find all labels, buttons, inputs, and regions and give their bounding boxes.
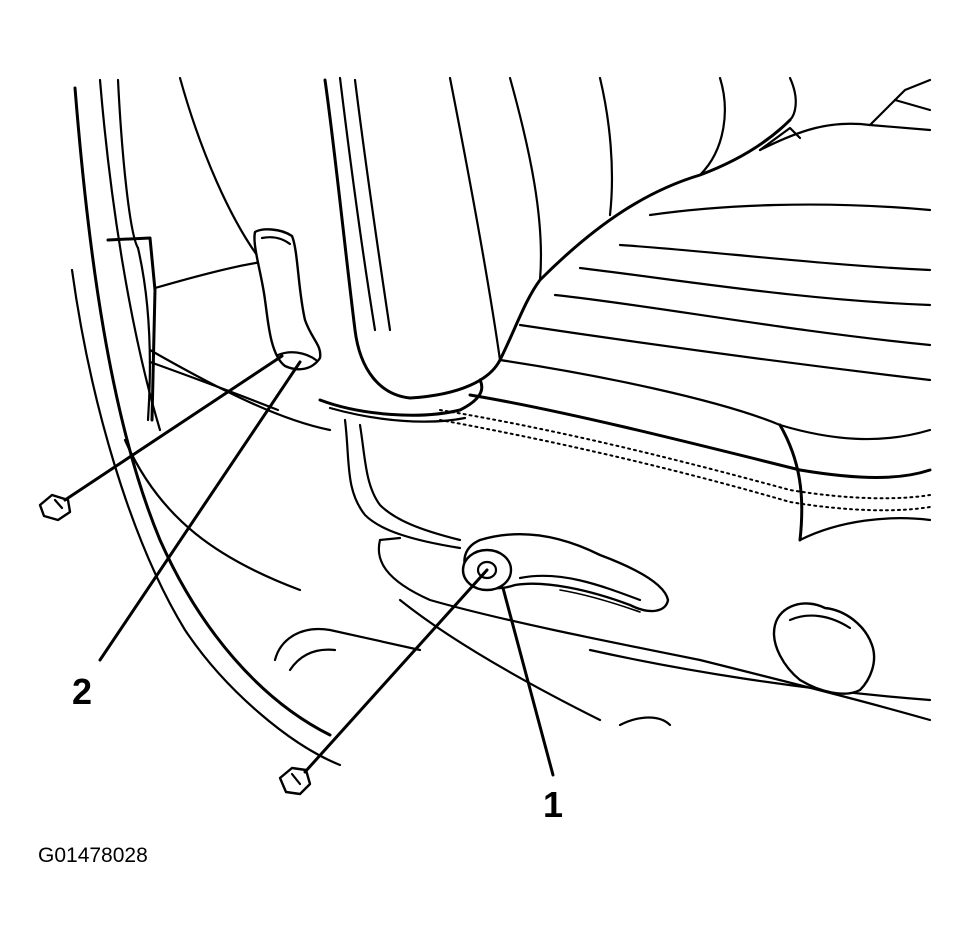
front-trim-bracket: [461, 532, 670, 613]
seat-back: [178, 76, 797, 400]
figure-code: G01478028: [38, 844, 148, 867]
callout-2-label: 2: [72, 671, 92, 712]
screw-fastener-rear: [38, 354, 284, 522]
seat-back-upper-right: [758, 78, 932, 152]
callout-2-leader: [98, 360, 302, 662]
seat-cushion: [439, 203, 932, 542]
screw-fastener-front: [278, 568, 489, 796]
callout-1-label: 1: [543, 784, 563, 825]
recliner-knob: [772, 602, 876, 695]
rear-trim-bracket: [253, 228, 322, 371]
left-trim-panel: [70, 78, 342, 767]
callout-1-leader: [501, 586, 555, 777]
